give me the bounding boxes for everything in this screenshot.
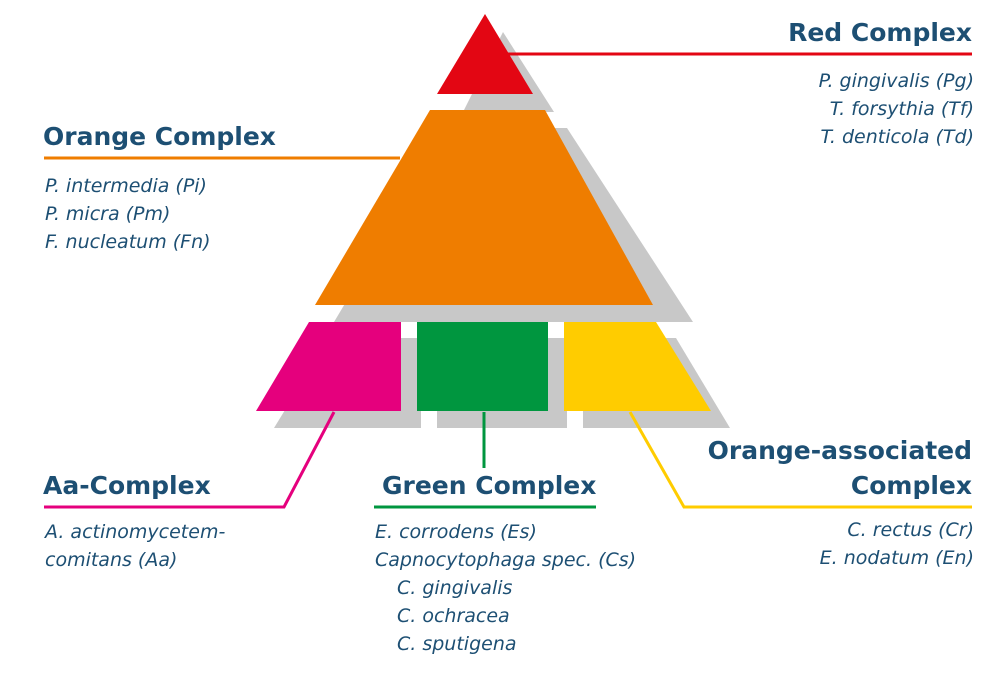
species-item: P. intermedia (Pi) (45, 175, 207, 197)
subspecies-item: C. gingivalis (397, 577, 513, 599)
aa-complex-title: Aa-Complex (43, 471, 211, 500)
orange-associated-complex-species-list: C. rectus (Cr) E. nodatum (En) (820, 516, 974, 572)
species-item: Capnocytophaga spec. (Cs) (375, 549, 637, 571)
orange-complex-title: Orange Complex (43, 122, 276, 151)
species-item: E. nodatum (En) (819, 547, 974, 569)
orange-associated-complex-title-line2: Complex (850, 471, 972, 500)
orange-associated-complex-title-line1: Orange-associated (707, 436, 972, 465)
red-complex-species-list: P. gingivalis (Pg) T. forsythia (Tf) T. … (819, 67, 974, 151)
red-complex-title: Red Complex (788, 18, 972, 47)
species-item: comitans (Aa) (45, 549, 178, 571)
orange-associated-complex-block (564, 322, 711, 411)
green-complex-species-list: E. corrodens (Es) Capnocytophaga spec. (… (375, 518, 636, 658)
green-complex-title: Green Complex (382, 471, 597, 500)
red-complex-triangle (437, 14, 533, 94)
species-item: F. nucleatum (Fn) (45, 231, 211, 253)
species-item: T. denticola (Td) (820, 126, 974, 148)
orange-complex-species-list: P. intermedia (Pi) P. micra (Pm) F. nucl… (45, 172, 211, 256)
species-item: A. actinomycetem- (45, 521, 226, 543)
orange-associated-connector-line (628, 411, 972, 509)
aa-connector-line (44, 411, 336, 509)
subspecies-item: C. ochracea (397, 605, 510, 627)
orange-complex-trapezoid (315, 110, 653, 305)
aa-complex-species-list: A. actinomycetem- comitans (Aa) (45, 518, 225, 574)
species-item: T. forsythia (Tf) (829, 98, 974, 120)
subspecies-item: C. sputigena (397, 633, 517, 655)
species-item: P. micra (Pm) (45, 203, 171, 225)
species-item: P. gingivalis (Pg) (818, 70, 974, 92)
green-complex-block (417, 322, 548, 411)
aa-complex-block (256, 322, 401, 411)
species-item: E. corrodens (Es) (375, 521, 537, 543)
species-item: C. rectus (Cr) (847, 519, 974, 541)
